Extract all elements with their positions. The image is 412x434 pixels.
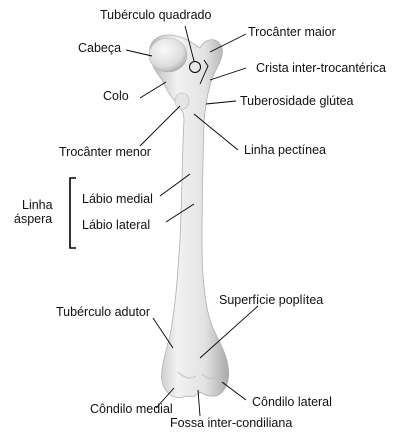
label-linha-aspera-line2: áspera bbox=[14, 213, 52, 226]
label-crista-inter-trocanterica: Crista inter-trocantérica bbox=[256, 62, 386, 75]
femur-head bbox=[149, 38, 187, 72]
label-trocanter-maior: Trocânter maior bbox=[248, 26, 336, 39]
label-cabeca: Cabeça bbox=[78, 42, 121, 55]
label-linha-aspera-line1: Linha bbox=[22, 199, 53, 212]
label-condilo-lateral: Côndilo lateral bbox=[252, 396, 332, 409]
label-labio-medial: Lábio medial bbox=[82, 193, 153, 206]
label-superficie-poplitea: Superfície poplítea bbox=[219, 294, 323, 307]
label-tuberosidade-glutea: Tuberosidade glútea bbox=[240, 95, 354, 108]
label-linha-pectinea: Linha pectínea bbox=[244, 144, 326, 157]
label-colo: Colo bbox=[103, 90, 129, 103]
label-tuberculo-quadrado: Tubérculo quadrado bbox=[100, 9, 211, 22]
label-labio-lateral: Lábio lateral bbox=[82, 219, 150, 232]
label-trocanter-menor: Trocânter menor bbox=[59, 146, 151, 159]
label-tuberculo-adutor: Tubérculo adutor bbox=[56, 306, 150, 319]
linha-aspera-bracket bbox=[70, 178, 76, 248]
label-fossa-inter-condiliana: Fossa inter-condiliana bbox=[170, 417, 292, 430]
label-condilo-medial: Côndilo medial bbox=[90, 403, 173, 416]
lesser-trochanter bbox=[175, 93, 189, 109]
